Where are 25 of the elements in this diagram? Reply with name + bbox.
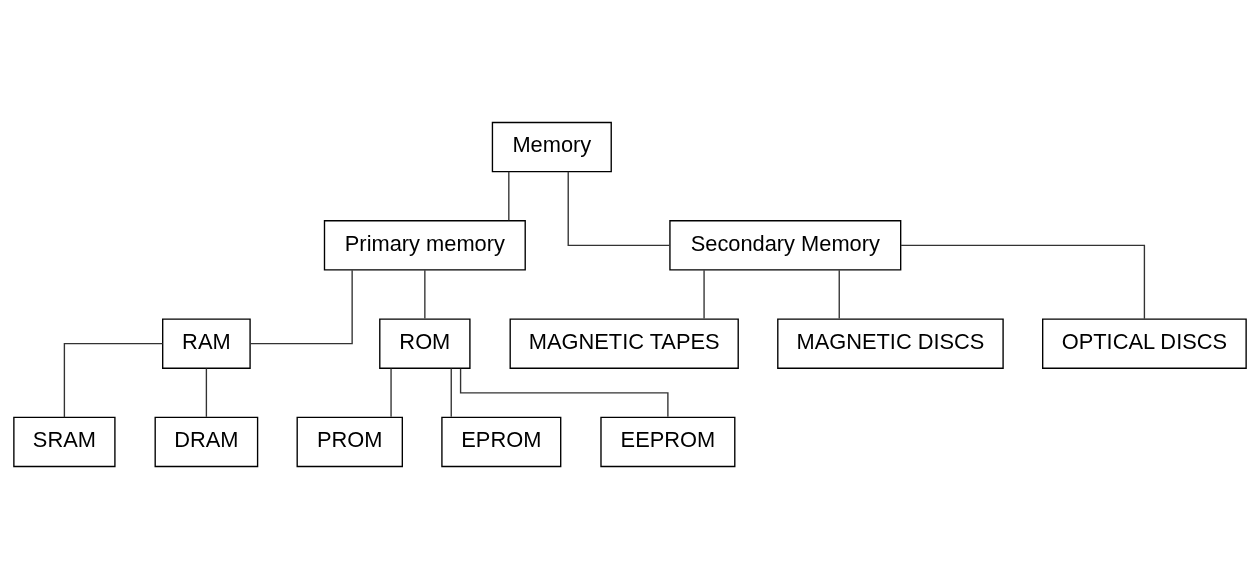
node-box: EEPROM [600, 416, 736, 467]
connector [205, 367, 208, 417]
connector [63, 342, 164, 418]
node-box: ROM [379, 317, 471, 369]
node-box: Secondary Memory [669, 219, 902, 271]
node-box: RAM [162, 317, 251, 369]
connector [390, 367, 392, 417]
connector [424, 268, 426, 319]
node-box: Memory [491, 121, 612, 172]
connector [900, 244, 1146, 320]
node-box: EPROM [441, 416, 562, 467]
connector [703, 268, 705, 319]
node-box: PROM [296, 416, 403, 467]
connector [450, 367, 452, 417]
node-box: Primary memory [323, 219, 526, 271]
connector [249, 268, 353, 344]
connector [567, 170, 671, 246]
node-box: DRAM [154, 416, 259, 467]
connector [838, 268, 840, 319]
connector [508, 170, 510, 221]
node-box: OPTICAL DISCS [1042, 317, 1247, 369]
node-box: SRAM [13, 416, 116, 467]
node-box: MAGNETIC DISCS [777, 317, 1004, 369]
node-box: MAGNETIC TAPES [509, 317, 739, 369]
connector [459, 367, 669, 417]
